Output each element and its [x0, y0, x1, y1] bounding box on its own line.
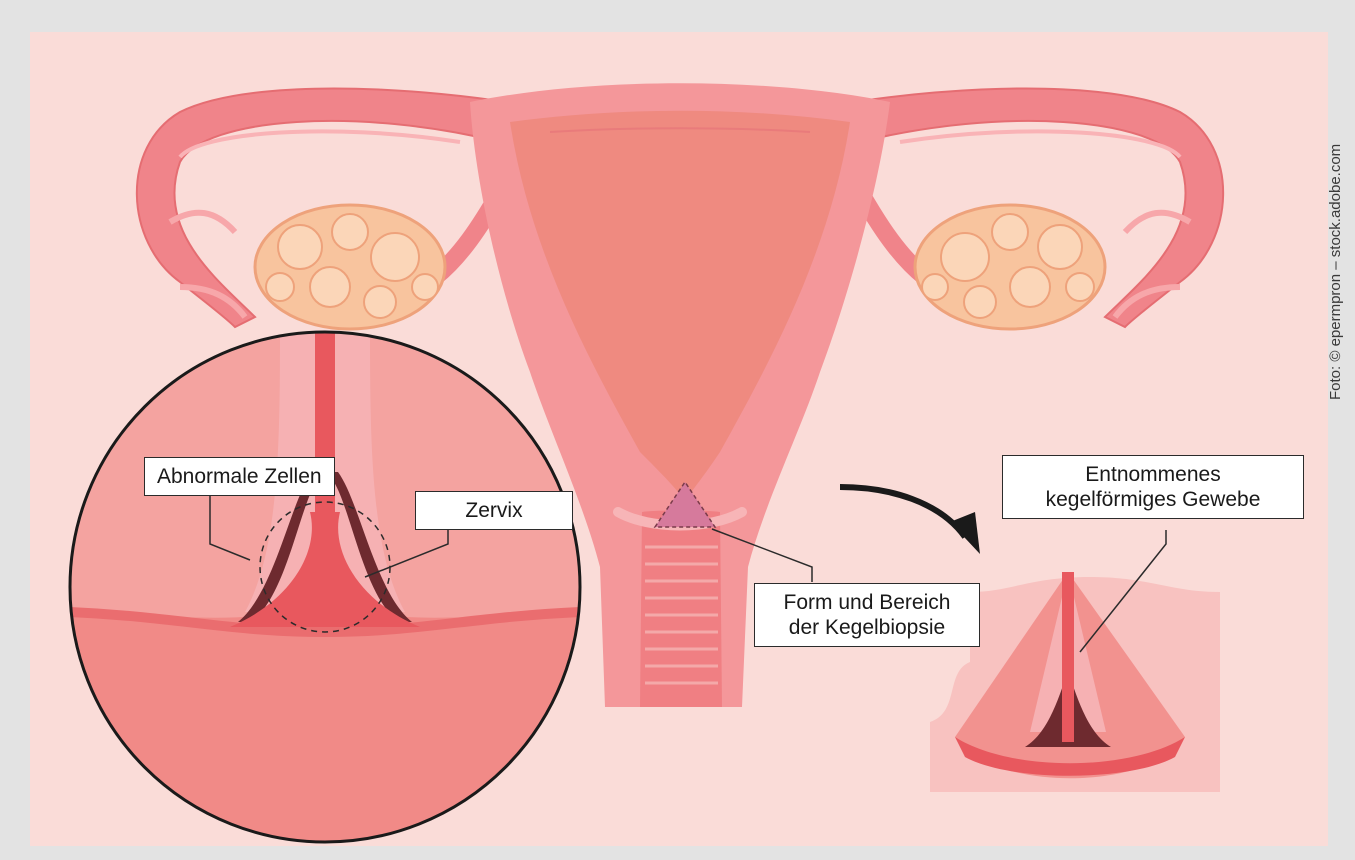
arrow-head-icon	[950, 512, 980, 554]
zoom-circle	[70, 332, 580, 842]
label-biopsy-line1: Form und Bereich	[767, 590, 967, 615]
label-removed-tissue: Entnommenes kegelförmiges Gewebe	[1002, 455, 1304, 519]
label-biopsy: Form und Bereich der Kegelbiopsie	[754, 583, 980, 647]
photo-credit: Foto: © epermpron – stock.adobe.com	[1327, 144, 1344, 400]
anatomy-illustration	[30, 32, 1328, 846]
label-removed-line1: Entnommenes	[1015, 462, 1291, 487]
arrow-icon	[840, 487, 965, 537]
label-abnormal-cells: Abnormale Zellen	[144, 457, 335, 496]
right-ovary	[915, 205, 1105, 329]
label-removed-line2: kegelförmiges Gewebe	[1015, 487, 1291, 512]
label-cervix: Zervix	[415, 491, 573, 530]
diagram-frame: Abnormale Zellen Zervix Form und Bereich…	[30, 32, 1328, 846]
left-ovary	[255, 205, 445, 329]
label-biopsy-line2: der Kegelbiopsie	[767, 615, 967, 640]
